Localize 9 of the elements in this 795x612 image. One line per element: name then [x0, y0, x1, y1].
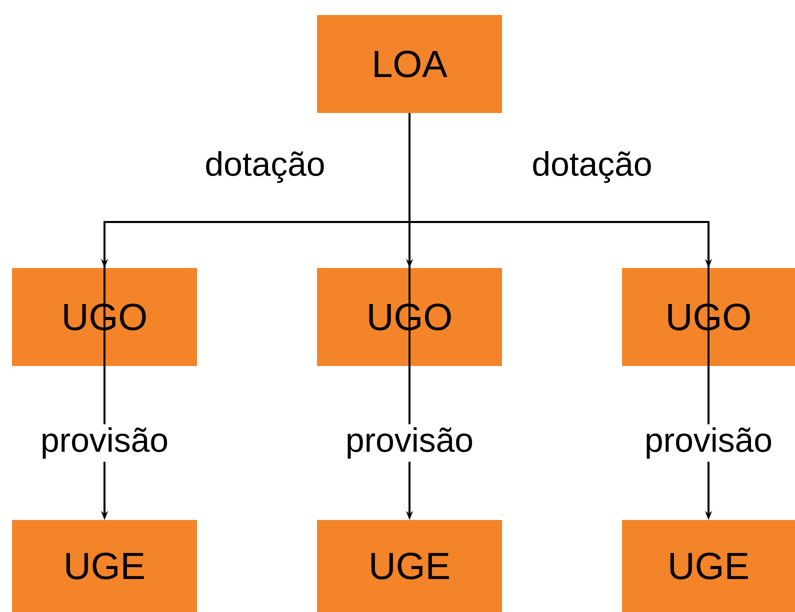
- process-box: LOA: [317, 15, 502, 113]
- edge-label: dotação: [206, 151, 324, 183]
- process-box: UGE: [317, 520, 502, 612]
- process-box: UGE: [12, 520, 197, 612]
- edge-label: provisão: [348, 427, 472, 459]
- process-box: UGE: [622, 520, 795, 612]
- edge-label: dotação: [533, 151, 651, 183]
- edge-label: provisão: [42, 427, 168, 459]
- edge-label: provisão: [646, 427, 772, 459]
